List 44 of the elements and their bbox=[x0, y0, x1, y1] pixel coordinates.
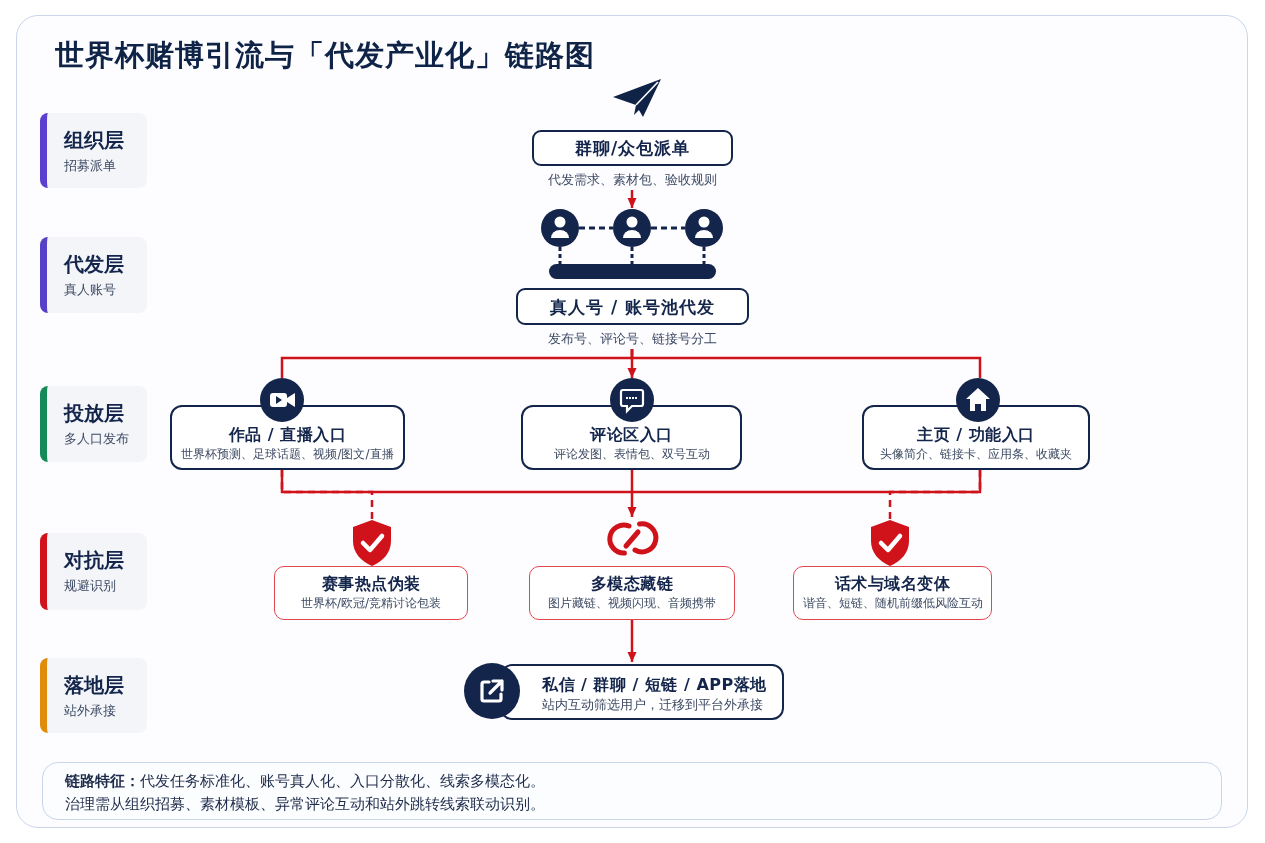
box-title: 私信 / 群聊 / 短链 / APP落地 bbox=[542, 674, 768, 696]
layer-card bbox=[40, 237, 147, 313]
layer-card bbox=[40, 533, 147, 610]
box-subtitle: 站内互动筛选用户，迁移到平台外承接 bbox=[542, 696, 764, 714]
layer-card bbox=[40, 113, 147, 188]
caption-text: 发布号、评论号、链接号分工 bbox=[547, 330, 718, 348]
box-subtitle: 评论发图、表情包、双号互动 bbox=[552, 446, 711, 463]
box-subtitle: 头像简介、链接卡、应用条、收藏夹 bbox=[879, 446, 1073, 463]
box-subtitle: 世界杯预测、足球话题、视频/图文/直播 bbox=[180, 446, 395, 463]
connector-line bbox=[630, 349, 982, 378]
layer-subtitle: 多人口发布 bbox=[64, 430, 130, 448]
box-title: 评论区入口 bbox=[588, 425, 674, 445]
layer-subtitle: 招募派单 bbox=[64, 157, 117, 175]
box-title: 赛事热点伪装 bbox=[320, 574, 422, 594]
dashed-connector bbox=[888, 470, 982, 519]
arrow bbox=[627, 190, 637, 208]
layer-title: 落地层 bbox=[64, 672, 125, 698]
box-title: 真人号 / 账号池代发 bbox=[549, 295, 715, 318]
box-title: 多模态藏链 bbox=[589, 574, 675, 594]
note-text: 链路特征：代发任务标准化、账号真人化、入口分散化、线索多模态化。 bbox=[65, 772, 546, 791]
box-subtitle: 世界杯/欧冠/竞精讨论包装 bbox=[299, 595, 443, 612]
arrow bbox=[627, 470, 637, 517]
layer-title: 代发层 bbox=[64, 251, 125, 277]
box-subtitle: 谐音、短链、随机前缀低风险互动 bbox=[801, 595, 984, 612]
layer-card bbox=[40, 386, 147, 462]
layer-title: 对抗层 bbox=[64, 547, 125, 573]
layer-title: 投放层 bbox=[64, 400, 125, 426]
layer-subtitle: 规避识别 bbox=[64, 577, 117, 595]
box-title: 作品 / 直播入口 bbox=[227, 425, 348, 445]
note-text: 治理需从组织招募、素材模板、异常评论互动和站外跳转线索联动识别。 bbox=[65, 795, 546, 814]
box-title: 群聊/众包派单 bbox=[574, 137, 691, 159]
layer-subtitle: 站外承接 bbox=[64, 702, 117, 720]
box-title: 话术与域名变体 bbox=[833, 574, 952, 594]
box-subtitle: 图片藏链、视频闪现、音频携带 bbox=[547, 595, 717, 612]
note-box bbox=[42, 762, 1222, 820]
dashed-connector bbox=[280, 470, 374, 519]
box-title: 主页 / 功能入口 bbox=[916, 425, 1036, 445]
people-network-icon bbox=[540, 208, 724, 280]
caption-text: 代发需求、素材包、验收规则 bbox=[547, 171, 718, 189]
layer-subtitle: 真人账号 bbox=[64, 281, 117, 299]
layer-card bbox=[40, 658, 147, 733]
diagram-title: 世界杯赌博引流与「代发产业化」链路图 bbox=[55, 37, 595, 73]
arrow bbox=[627, 620, 637, 662]
layer-title: 组织层 bbox=[64, 127, 125, 153]
